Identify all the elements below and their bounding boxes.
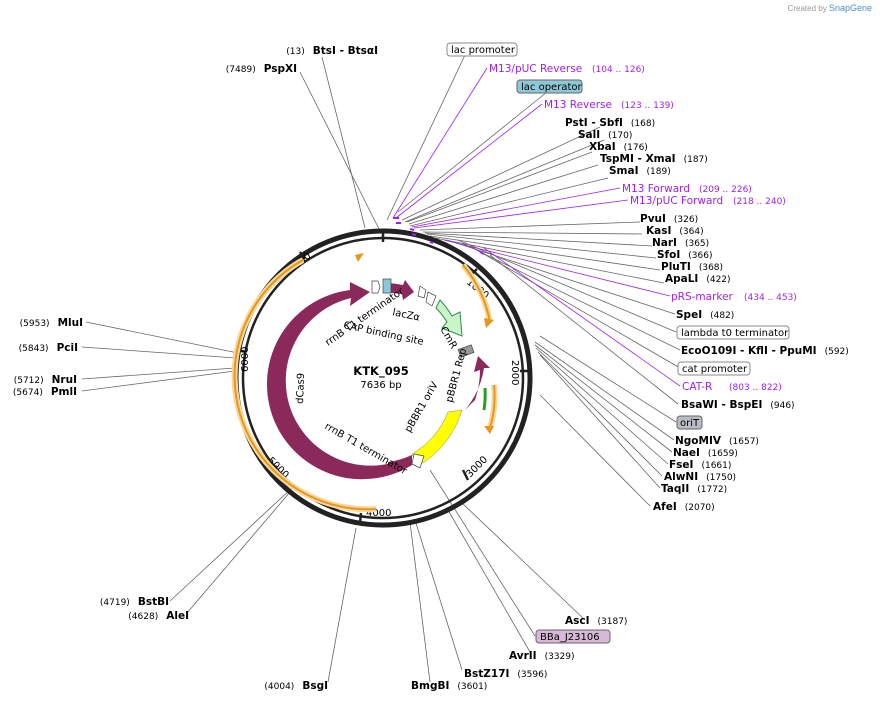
site-nrui: (5712)NruI xyxy=(14,374,77,386)
site-smai: SmaI(189) xyxy=(609,165,671,177)
site-sali: SalI(170) xyxy=(578,129,632,141)
site-xbai: XbaI(176) xyxy=(589,141,648,153)
enzyme-sites-left: (13)BtsI - BtsαI (7489)PspXI (5953)MluI … xyxy=(13,45,378,692)
site-tspmi: TspMI - XmaI(187) xyxy=(600,153,708,165)
site-bsawi: BsaWI - BspEI(946) xyxy=(681,399,795,411)
site-sfoi: SfoI(366) xyxy=(657,249,712,261)
lacza-feature[interactable] xyxy=(388,280,414,300)
rep-label: pBBR1 Rep xyxy=(444,347,469,404)
snapgene-credit: Created by SnapGene xyxy=(787,3,872,13)
primer-prs-marker: pRS-marker xyxy=(671,291,734,303)
primer-marks xyxy=(393,217,485,255)
orange-arrowhead-2 xyxy=(484,318,494,328)
oriv-label: pBBR1 oriV xyxy=(403,380,441,434)
site-ecoo109i: EcoO109I - KflI - PpuMI(592) xyxy=(681,345,849,357)
site-asci: AscI(3187) xyxy=(565,615,627,627)
site-psti: PstI - SbfI(168) xyxy=(565,117,655,129)
tick-label-2000: 2000 xyxy=(509,360,520,385)
svg-text:(218 .. 240): (218 .. 240) xyxy=(733,197,786,207)
orange-arcs xyxy=(231,257,498,513)
plasmid-name: KTK_095 xyxy=(353,364,408,379)
tick-label-3000: 3000 xyxy=(464,454,490,480)
orange-arrowhead-3 xyxy=(484,426,494,434)
primer-cat-r: CAT-R xyxy=(682,381,712,393)
orange-arrowhead-1 xyxy=(355,253,364,262)
site-avrii: AvrII(3329) xyxy=(509,650,575,662)
enzyme-sites-right: PstI - SbfI(168) SalI(170) XbaI(176) Tsp… xyxy=(411,117,849,692)
orit-box[interactable] xyxy=(457,344,475,358)
tick-label-6000: 6000 xyxy=(240,347,251,372)
site-taqii: TaqII(1772) xyxy=(661,483,727,495)
site-ngomiv: NgoMIV(1657) xyxy=(675,435,759,447)
svg-text:(104 .. 126): (104 .. 126) xyxy=(592,65,645,75)
lac-promoter-arrow[interactable] xyxy=(371,280,381,294)
site-mlui: (5953)MluI xyxy=(20,317,83,329)
site-bstz17i: BstZ17I(3596) xyxy=(464,668,547,680)
site-pluti: PluTI(368) xyxy=(661,261,723,273)
svg-text:(803 .. 822): (803 .. 822) xyxy=(729,383,782,393)
lac-operator-label: lac operator xyxy=(521,82,582,93)
site-pmli: (5674)PmlI xyxy=(13,386,77,398)
site-naei: NaeI(1659) xyxy=(673,447,738,459)
site-bstbi: (4719)BstBI xyxy=(100,596,169,608)
cat-promoter-arrow[interactable] xyxy=(425,291,437,307)
site-afei: AfeI(2070) xyxy=(653,501,715,513)
cat-promoter-label: cat promoter xyxy=(682,364,748,375)
site-btsi: (13)BtsI - BtsαI xyxy=(286,45,378,57)
site-fsei: FseI(1661) xyxy=(669,459,731,471)
dcas9-label: dCas9 xyxy=(295,373,307,404)
primer-m13puc-fwd: M13/pUC Forward xyxy=(630,195,723,207)
site-kasi: KasI(364) xyxy=(646,225,704,237)
tick-marks xyxy=(236,230,530,524)
site-pspxi: (7489)PspXI xyxy=(226,63,297,75)
cap-site-arrow[interactable] xyxy=(417,285,427,299)
boxed-labels: lac promoter lac operator lambda t0 term… xyxy=(446,42,790,644)
site-pcii: (5843)PciI xyxy=(19,342,78,354)
site-nari: NarI(365) xyxy=(652,237,709,249)
primer-labels: M13/pUC Reverse (104 .. 126) M13 Reverse… xyxy=(489,63,797,393)
cmr-feature[interactable] xyxy=(435,299,463,337)
snapgene-logo: SnapGene xyxy=(828,3,872,13)
site-bmgbi: BmgBI(3601) xyxy=(411,680,487,692)
primer-m13-rev: M13 Reverse xyxy=(544,99,612,111)
pbbr1-rep-feature[interactable] xyxy=(465,356,490,410)
primer-m13puc-rev: M13/pUC Reverse xyxy=(489,63,582,75)
svg-text:(209 .. 226): (209 .. 226) xyxy=(699,185,752,195)
bba-box[interactable] xyxy=(411,453,425,469)
site-alwni: AlwNI(1750) xyxy=(664,471,736,483)
lambda-t0-label: lambda t0 terminator xyxy=(681,328,789,339)
site-spei: SpeI(482) xyxy=(676,309,734,321)
site-alei: (4628)AleI xyxy=(128,610,189,622)
bba-label: BBa_J23106 xyxy=(540,632,600,643)
primer-m13-fwd: M13 Forward xyxy=(622,183,690,195)
site-pvui: PvuI(326) xyxy=(640,213,698,225)
lac-promoter-label: lac promoter xyxy=(451,45,516,56)
svg-text:(123 .. 139): (123 .. 139) xyxy=(621,101,674,111)
site-apali: ApaLI(422) xyxy=(665,273,731,285)
rrnb-terminator-segment xyxy=(388,455,412,472)
orit-label: oriT xyxy=(680,418,700,429)
tick-label-4000: 4000 xyxy=(366,508,391,519)
plasmid-size: 7636 bp xyxy=(360,380,401,391)
lacza-label: lacZα xyxy=(391,307,421,324)
primer-leaders xyxy=(392,67,681,387)
site-bsgi: (4004)BsgI xyxy=(264,680,328,692)
svg-text:(434 .. 453): (434 .. 453) xyxy=(744,293,797,303)
lac-operator-box[interactable] xyxy=(382,278,392,294)
